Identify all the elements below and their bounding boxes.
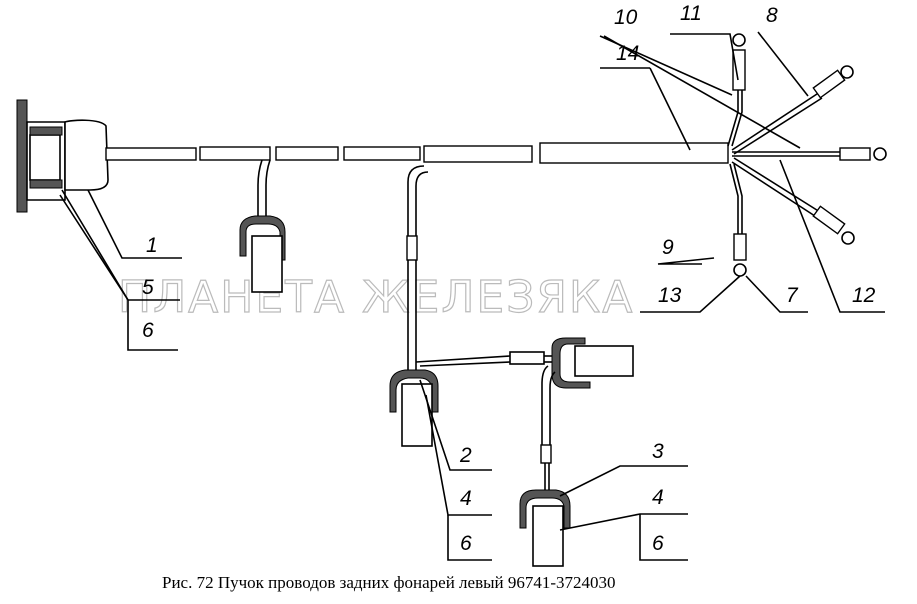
callout-6-middle: 6 [460,532,472,555]
socket-right-bottom [519,489,571,567]
callout-4-right: 4 [652,486,664,509]
figure-caption: Рис. 72 Пучок проводов задних фонарей ле… [162,573,616,592]
callout-14: 14 [616,42,639,65]
callout-6-left: 6 [142,319,154,342]
callout-11: 11 [680,2,702,25]
socket-right-top [540,337,634,490]
callout-4-middle: 4 [460,487,472,510]
callout-10: 10 [614,6,638,29]
callout-3: 3 [652,440,664,463]
callout-8: 8 [766,4,778,27]
socket-lower-left [389,369,439,447]
callouts: 1 5 6 2 4 6 3 4 6 9 13 7 12 10 11 8 14 [142,2,876,555]
watermark-text: ПЛАНЕТА ЖЕЛЕЗЯКА [118,272,634,323]
branch-vertical [406,165,560,370]
branch-upper-left [239,159,286,293]
callout-9: 9 [662,236,674,259]
callout-6-right: 6 [652,532,664,555]
callout-12: 12 [852,284,876,307]
callout-2: 2 [459,444,472,467]
callout-13: 13 [658,284,682,307]
callout-1: 1 [146,234,158,257]
left-connector [16,99,109,213]
leader-lines [59,31,885,561]
main-trunk [105,142,729,164]
callout-5: 5 [142,276,154,299]
right-fan [727,33,887,277]
callout-7: 7 [786,284,799,307]
